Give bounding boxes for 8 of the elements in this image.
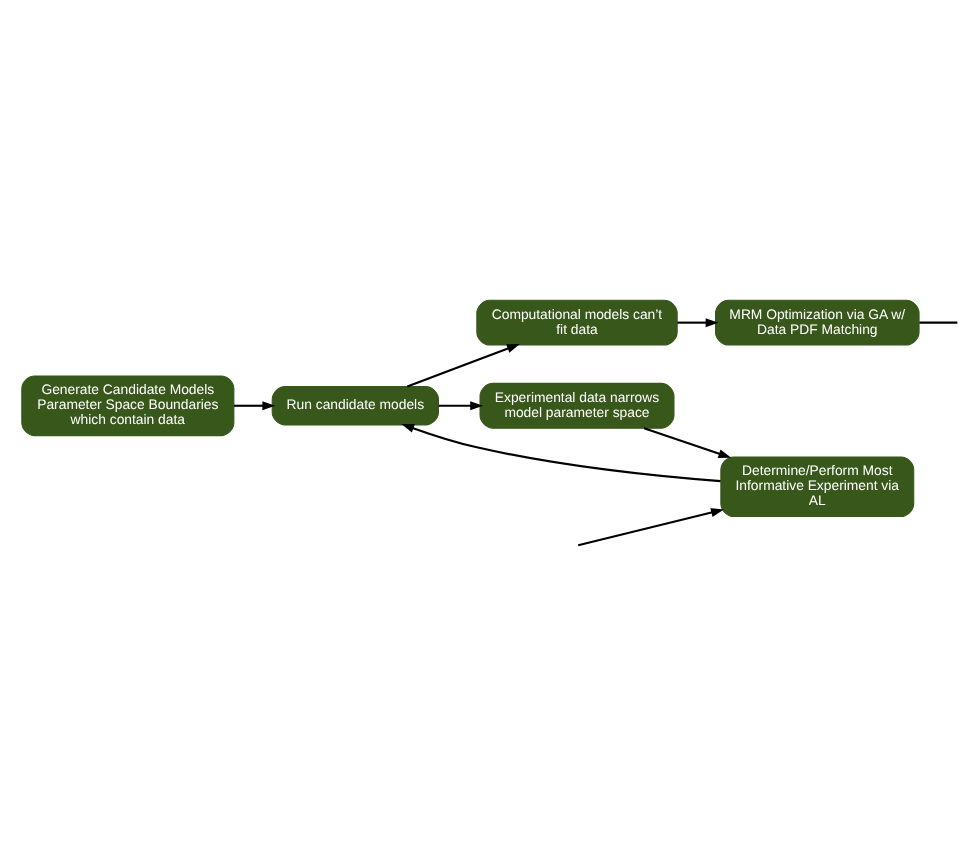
connector: [919, 321, 958, 324]
arrow: [401, 423, 721, 483]
arrow: [643, 427, 732, 458]
arrow: [577, 508, 724, 547]
arrow: [234, 401, 276, 411]
arrow: [406, 343, 520, 388]
arrow: [438, 401, 484, 411]
arrow: [677, 318, 719, 328]
